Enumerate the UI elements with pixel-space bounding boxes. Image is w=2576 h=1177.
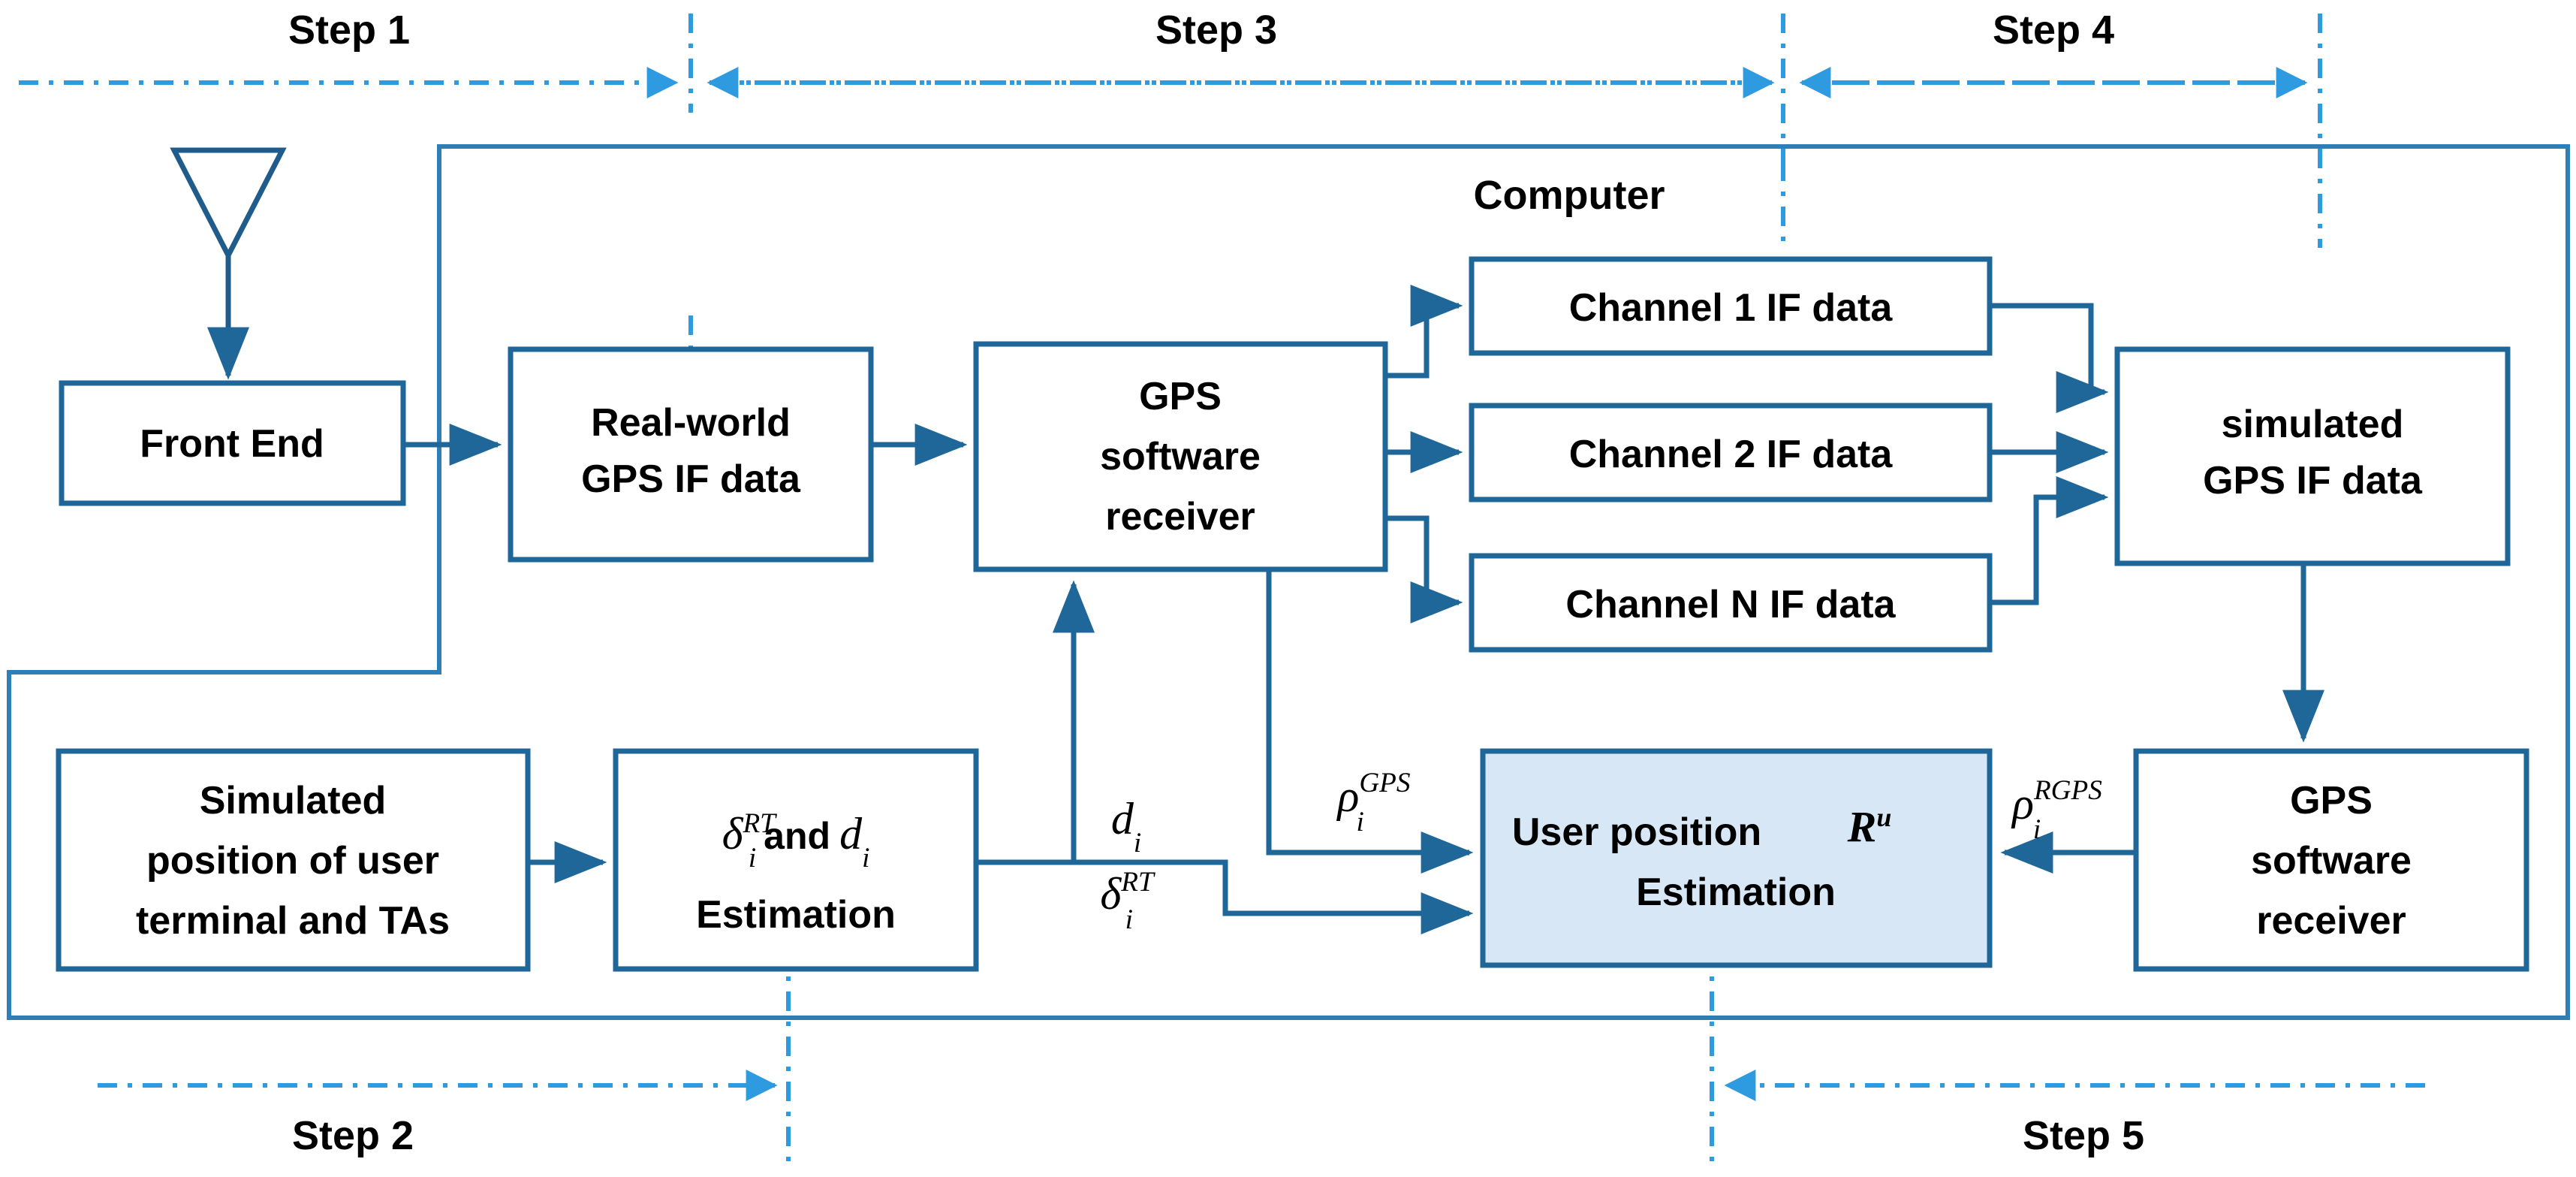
box-gps-sw-receiver-2-label-1: GPS xyxy=(2290,779,2373,822)
d-subscript: i xyxy=(862,843,869,874)
user-position-R-math: Ru xyxy=(1847,802,1892,851)
rho-gps-subscript: i xyxy=(1356,807,1363,837)
antenna-icon xyxy=(170,147,287,261)
box-simulated-if[interactable] xyxy=(2114,346,2511,566)
connector-gpssw-to-userposition-rho xyxy=(1266,569,1474,874)
step-label-3: Step 3 xyxy=(1155,8,1277,53)
box-gps-sw-receiver-2-label-3: receiver xyxy=(2256,899,2406,943)
box-simulated-position-label-3: terminal and TAs xyxy=(136,899,450,943)
label-rho-i-gps: ρGPS i xyxy=(1336,768,1411,837)
box-simulated-if-label-2: GPS IF data xyxy=(2203,459,2423,502)
box-delta-d-estimation-label: Estimation xyxy=(696,893,896,937)
d-i-base: d xyxy=(1111,794,1134,844)
delta-rt-base: δ xyxy=(1100,869,1122,919)
step-label-4: Step 4 xyxy=(1993,8,2114,53)
delta-symbol: δ xyxy=(722,809,744,859)
rho-rgps-subscript: i xyxy=(2033,814,2041,845)
delta-subscript: i xyxy=(749,843,756,874)
step-label-1: Step 1 xyxy=(288,8,410,53)
computer-enclosure xyxy=(7,144,2570,1020)
box-channel-n-label: Channel N IF data xyxy=(1565,583,1896,626)
connector-deltart-to-userposition xyxy=(1074,859,1474,934)
delta-rt-superscript: RT xyxy=(1120,867,1155,898)
step-label-5: Step 5 xyxy=(2023,1113,2144,1158)
label-rho-i-rgps: ρRGPS i xyxy=(2011,775,2102,845)
d-symbol: d xyxy=(839,809,863,859)
box-gps-sw-receiver-2-label-2: software xyxy=(2251,839,2412,883)
rho-gps-superscript: GPS xyxy=(1359,768,1410,798)
delta-superscript: RT xyxy=(742,808,777,839)
connector-channel1-to-simulated xyxy=(1990,303,2109,413)
step-label-2: Step 2 xyxy=(292,1113,414,1158)
connector-gpssw-to-channeln xyxy=(1385,515,1463,623)
box-channel-1-label: Channel 1 IF data xyxy=(1569,286,1894,330)
connector-channeln-to-simulated xyxy=(1990,476,2109,605)
R-superscript: u xyxy=(1876,802,1891,832)
box-front-end[interactable] xyxy=(59,380,406,506)
box-user-position-label: User position xyxy=(1512,810,1761,854)
and-word: and xyxy=(764,815,830,857)
delta-rt-subscript: i xyxy=(1125,904,1133,935)
box-gps-sw-receiver-label-3: receiver xyxy=(1105,495,1255,539)
rho-rgps-superscript: RGPS xyxy=(2033,775,2102,806)
box-channel-1[interactable] xyxy=(1469,256,1993,356)
d-i-subscript: i xyxy=(1134,828,1141,859)
box-user-position-estimation-label: Estimation xyxy=(1636,871,1836,914)
connector-gpssw-to-channel1 xyxy=(1385,285,1463,379)
label-delta-i-rt: δRT i xyxy=(1100,867,1155,935)
box-user-position-estimation[interactable] xyxy=(1480,748,1993,968)
box-simulated-position-label-2: position of user xyxy=(146,839,439,883)
box-gps-sw-receiver-label-1: GPS xyxy=(1139,375,1222,418)
box-real-world-if-label-1: Real-world xyxy=(591,401,791,445)
computer-enclosure-label: Computer xyxy=(1474,173,1665,218)
box-channel-n[interactable] xyxy=(1469,553,1993,653)
rho-gps-base: ρ xyxy=(1336,771,1360,821)
box-gps-sw-receiver-label-2: software xyxy=(1100,435,1261,478)
R-symbol: R xyxy=(1847,802,1877,851)
box-delta-d-estimation[interactable] xyxy=(613,748,979,972)
box-channel-2[interactable] xyxy=(1469,403,1993,502)
box-real-world-if-label-2: GPS IF data xyxy=(581,457,801,501)
box-simulated-position-label-1: Simulated xyxy=(200,779,387,822)
label-d-i: di xyxy=(1111,794,1141,859)
box-gps-software-receiver-2[interactable] xyxy=(2133,748,2529,972)
box-front-end-label: Front End xyxy=(140,422,324,466)
box-channel-2-label: Channel 2 IF data xyxy=(1569,433,1894,476)
box-gps-software-receiver[interactable] xyxy=(973,341,1388,572)
box-simulated-if-label-1: simulated xyxy=(2222,403,2404,446)
box-real-world-if[interactable] xyxy=(508,346,874,563)
rho-rgps-base: ρ xyxy=(2011,779,2034,828)
